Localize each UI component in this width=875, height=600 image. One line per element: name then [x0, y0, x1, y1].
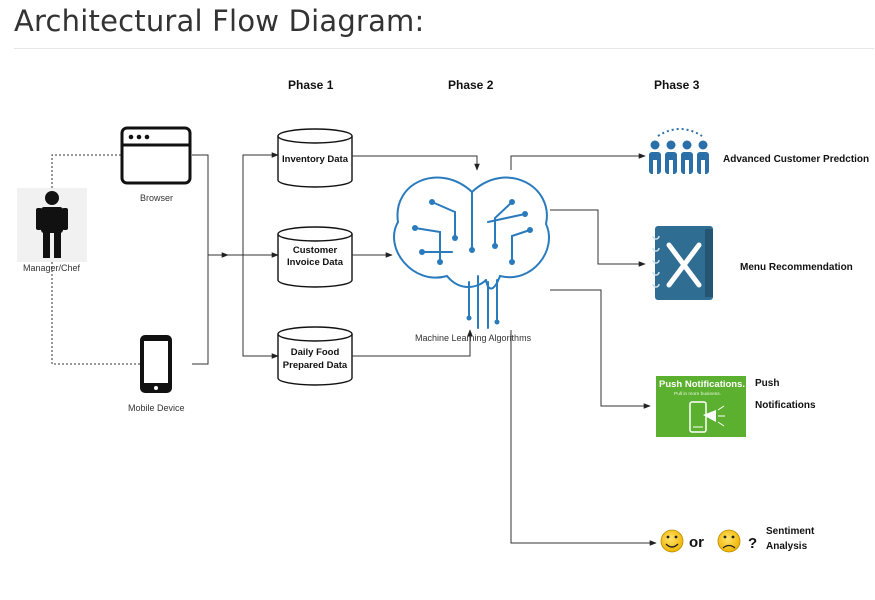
daily-food-line2: Prepared Data — [283, 360, 348, 371]
customer-invoice-line1: Customer — [293, 245, 338, 256]
inventory-data-label: Inventory Data — [282, 154, 349, 165]
brain-menu-connector — [550, 209, 646, 267]
sad-face-icon — [717, 529, 741, 553]
brain-push-connector — [550, 289, 651, 409]
push-notification-icon: Push Notifications. Pull in more busines… — [656, 376, 746, 437]
manager-chef-actor: Manager/Chef — [17, 188, 87, 273]
mobile-device-label: Mobile Device — [128, 403, 185, 413]
mobile-phone-icon — [140, 335, 172, 393]
customer-prediction-label: Advanced Customer Predction — [723, 154, 869, 165]
push-notifications-line1: Push — [755, 378, 779, 389]
brain-prediction-connector — [510, 153, 646, 170]
split-inventory-connector — [242, 152, 279, 255]
actor-mobile-connector — [51, 262, 140, 365]
daily-brain-connector — [352, 329, 473, 357]
push-title-text: Push Notifications. — [659, 379, 745, 390]
sentiment-label-line1: Sentiment — [766, 526, 815, 537]
ml-algorithms-label: Machine Learning Algorithms — [415, 333, 532, 343]
push-notifications-line2: Notifications — [755, 400, 816, 411]
phase-1-label: Phase 1 — [288, 78, 334, 92]
customer-invoice-line2: Invoice Data — [287, 257, 344, 268]
brain-circuit-icon — [393, 176, 550, 329]
customer-invoice-data-store: Customer Invoice Data — [277, 226, 353, 288]
person-icon — [36, 191, 68, 258]
sentiment-question-mark: ? — [748, 535, 757, 552]
browser-hub-connector — [192, 154, 209, 365]
menu-book-icon — [652, 226, 713, 300]
menu-recommendation-label: Menu Recommendation — [740, 262, 853, 273]
page-title: Architectural Flow Diagram: — [14, 4, 425, 38]
customer-group-icon — [649, 128, 709, 174]
brain-sentiment-connector — [510, 330, 657, 546]
inventory-brain-connector — [352, 155, 480, 171]
title-divider — [14, 48, 874, 49]
daily-food-data-store: Daily Food Prepared Data — [277, 326, 353, 386]
push-subtitle-text: Pull in more business. — [674, 391, 721, 397]
phase-3-label: Phase 3 — [654, 78, 700, 92]
browser-window-icon — [120, 126, 192, 185]
actor-browser-connector — [51, 154, 122, 188]
split-daily-connector — [242, 255, 279, 359]
inventory-data-store: Inventory Data — [277, 128, 353, 188]
browser-label: Browser — [140, 193, 173, 203]
sentiment-label-line2: Analysis — [766, 541, 808, 552]
phase-2-label: Phase 2 — [448, 78, 494, 92]
daily-food-line1: Daily Food — [291, 347, 340, 358]
happy-face-icon — [660, 529, 684, 553]
sentiment-or-text: or — [689, 534, 704, 551]
